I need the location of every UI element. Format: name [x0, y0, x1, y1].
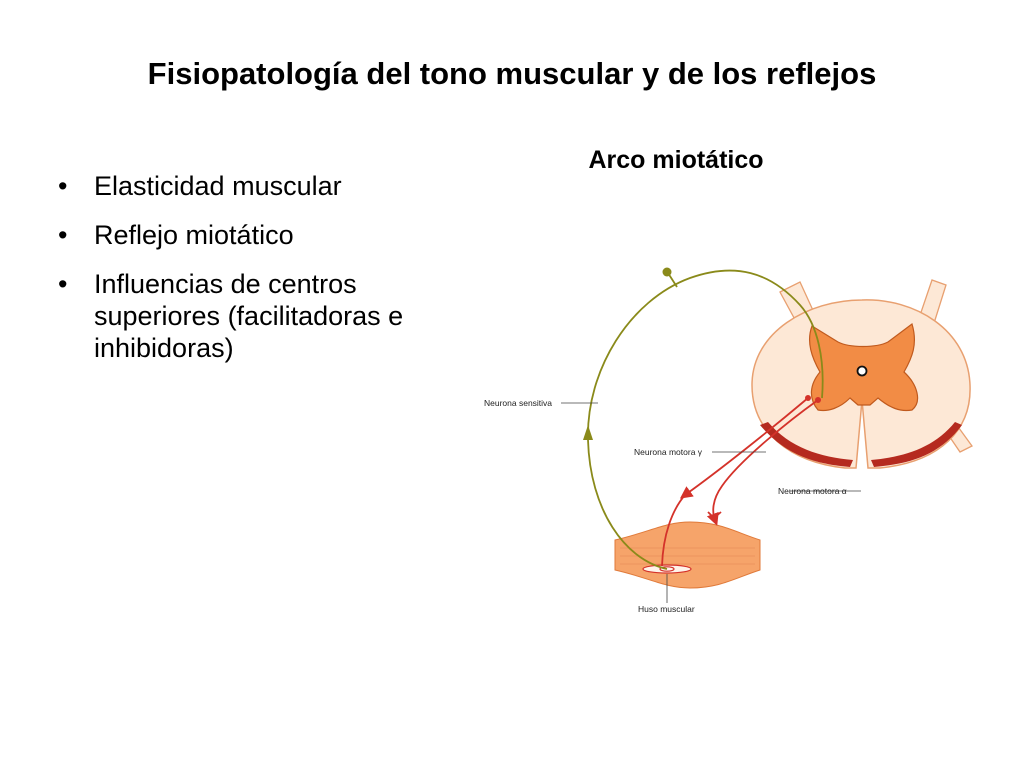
label-leaders — [561, 402, 861, 603]
muscle — [614, 521, 761, 589]
sensory-neuron-fiber — [587, 269, 824, 570]
bullet-item: • Influencias de centros superiores (fac… — [58, 268, 448, 364]
ventral-rim-right — [871, 422, 962, 467]
slide-title: Fisiopatología del tono muscular y de lo… — [147, 56, 877, 91]
bullet-marker: • — [58, 171, 68, 201]
sensory-pathway — [583, 267, 824, 570]
sensory-ganglion-dot — [662, 267, 672, 277]
bullet-item: • Elasticidad muscular — [58, 170, 448, 202]
bullet-marker: • — [58, 269, 68, 299]
bullet-text: Elasticidad muscular — [94, 171, 342, 201]
alpha-motor-fiber — [706, 399, 819, 526]
bullet-marker: • — [58, 220, 68, 250]
label-gamma-motor-neuron: Neurona motora γ — [634, 447, 703, 457]
ventral-rim-left — [760, 422, 853, 467]
spinal-cord — [751, 279, 973, 469]
gamma-cell-body — [805, 395, 811, 401]
bullet-text: Reflejo miotático — [94, 220, 294, 250]
bullet-item: • Reflejo miotático — [58, 219, 448, 251]
sensory-direction-arrow — [583, 425, 593, 440]
alpha-cell-body — [815, 397, 821, 403]
bullet-list: • Elasticidad muscular • Reflejo miotáti… — [58, 170, 448, 381]
label-alpha-motor-neuron: Neurona motora α — [778, 486, 847, 496]
central-canal — [856, 365, 868, 377]
bullet-text: Influencias de centros superiores (facil… — [94, 269, 404, 363]
label-sensory-neuron: Neurona sensitiva — [484, 398, 552, 408]
label-muscle-spindle: Huso muscular — [638, 604, 695, 614]
motor-pathways — [661, 395, 821, 567]
myotatic-arc-diagram: Neurona sensitiva Neurona motora γ Neuro… — [484, 267, 973, 614]
section-heading: Arco miotático — [588, 146, 764, 174]
gamma-motor-fiber — [679, 397, 809, 499]
